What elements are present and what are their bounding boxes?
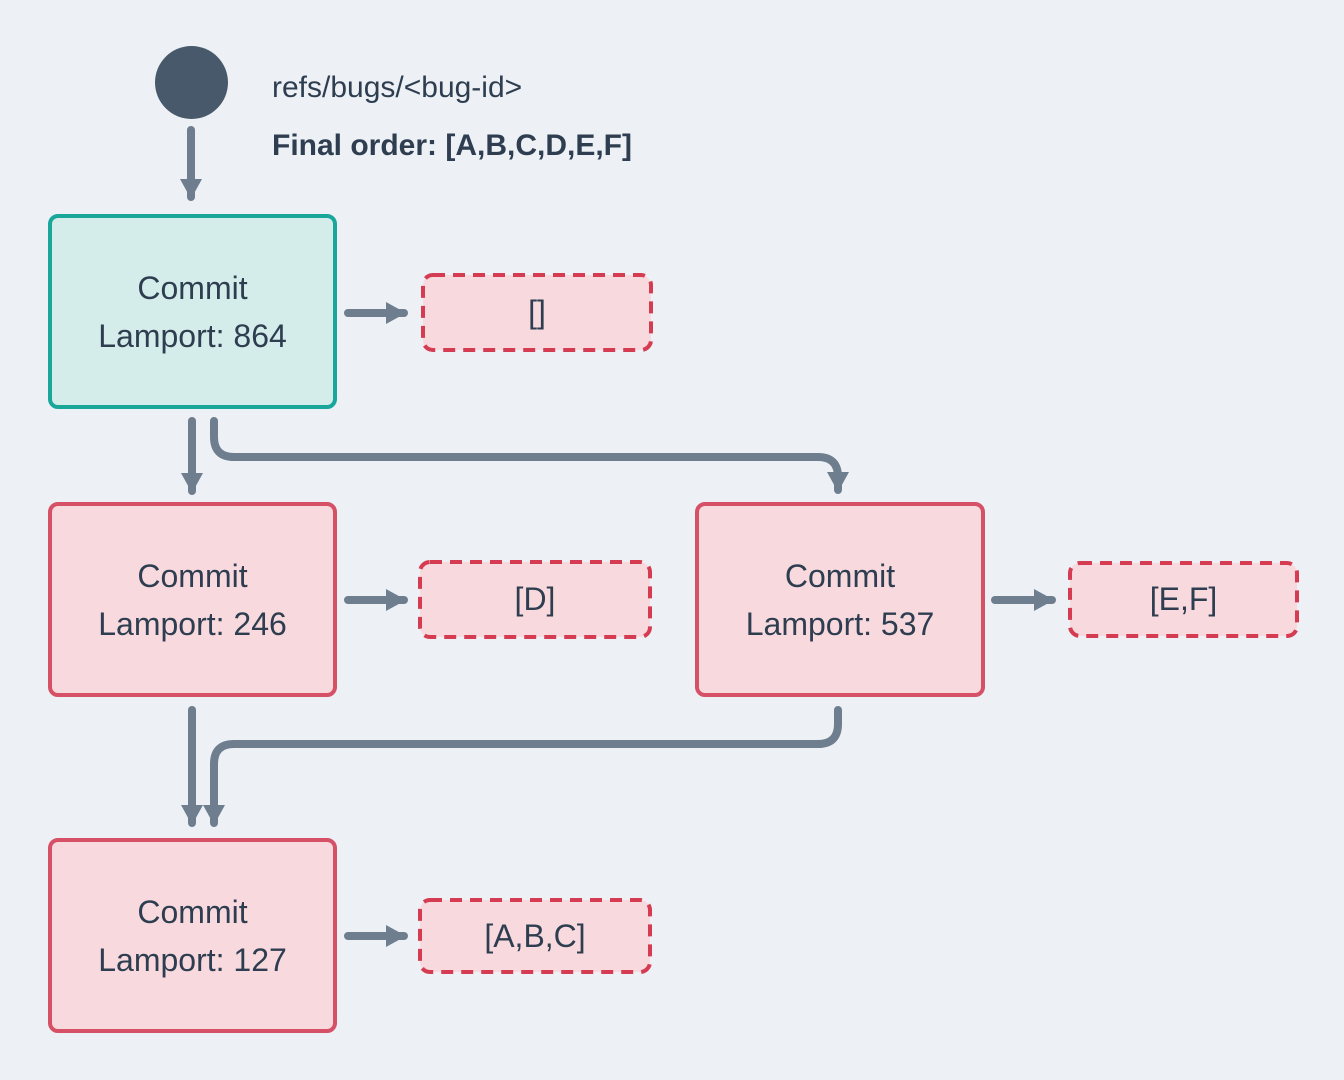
commit-lamport-label: Lamport: 537 — [745, 605, 935, 642]
commit-lamport-label: Lamport: 246 — [98, 605, 287, 642]
commit-lamport-label: Lamport: 127 — [98, 941, 287, 978]
payload-value-864: [] — [528, 294, 546, 330]
commit-node-537: Commit Lamport: 537 — [695, 502, 985, 697]
payload-value-537: [E,F] — [1149, 581, 1218, 617]
commit-node-246: Commit Lamport: 246 — [48, 502, 337, 697]
commit-node-127: Commit Lamport: 127 — [48, 838, 337, 1033]
payload-value-127: [A,B,C] — [484, 917, 586, 954]
commit-lamport-label: Lamport: 864 — [98, 317, 287, 354]
payload-frame-246 — [418, 560, 652, 639]
commit-title: Commit — [784, 557, 896, 594]
commit-title: Commit — [137, 269, 248, 306]
payload-frame-127 — [418, 898, 652, 974]
commit-title: Commit — [137, 893, 248, 930]
payload-frame-864 — [421, 273, 653, 352]
payload-frame-537 — [1068, 561, 1299, 638]
edge-commit-864-to-commit-537 — [210, 417, 849, 494]
final-order-label: Final order: [A,B,C,D,E,F] — [272, 129, 632, 162]
ref-head-icon — [155, 46, 228, 119]
ref-name-label: refs/bugs/<bug-id> — [272, 71, 523, 104]
commit-title: Commit — [137, 557, 248, 594]
edge-commit-537-to-commit-127 — [203, 706, 842, 827]
commit-node-864: Commit Lamport: 864 — [48, 214, 337, 409]
payload-value-246: [D] — [514, 581, 556, 617]
